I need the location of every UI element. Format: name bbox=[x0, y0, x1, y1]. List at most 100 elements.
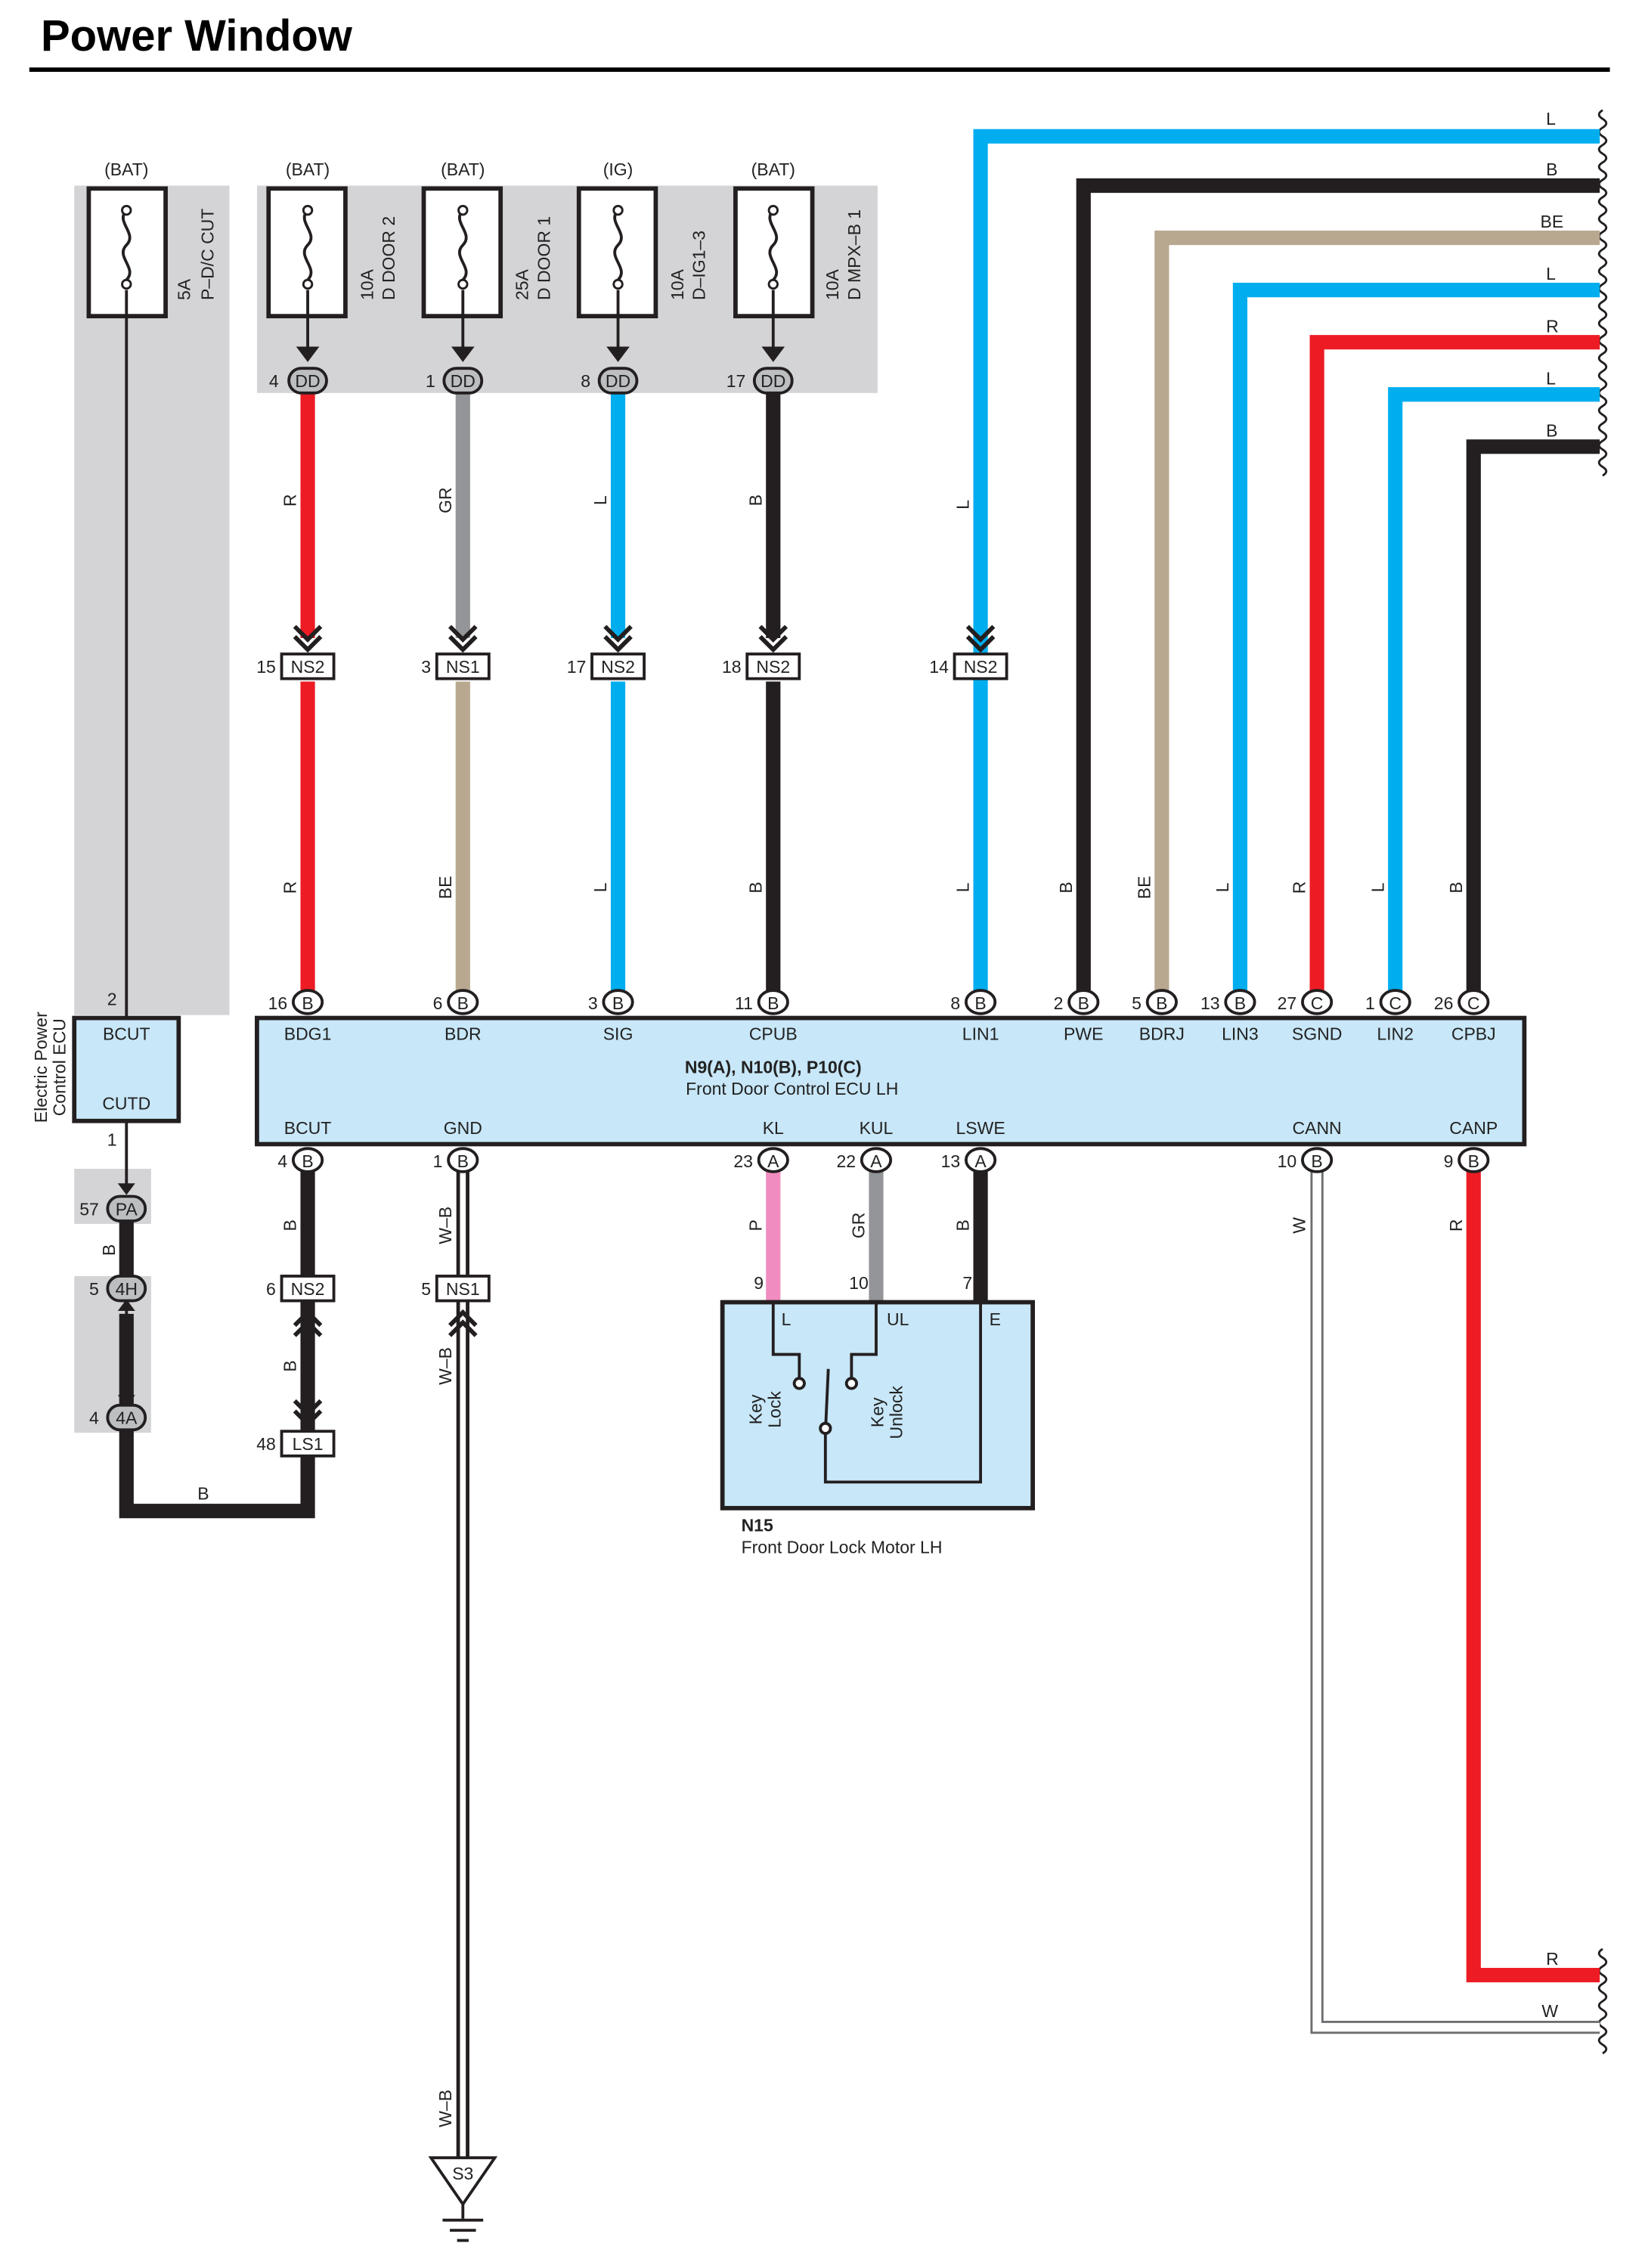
wave-break bbox=[1597, 1947, 1608, 2055]
pin-conn: B bbox=[1078, 993, 1089, 1013]
pin-circle bbox=[1224, 989, 1256, 1015]
pin-number: 13 bbox=[941, 1151, 961, 1171]
fuse-d-ig1-3: (IG) 10A D–IG1–3 bbox=[576, 160, 709, 319]
pin-number: 17 bbox=[726, 371, 746, 391]
fuse-supply: (BAT) bbox=[286, 160, 330, 179]
power-ecu-terminal: BCUT bbox=[103, 1024, 150, 1043]
terminal-label: BCUT bbox=[284, 1118, 332, 1138]
pin-circle bbox=[757, 1147, 789, 1173]
fuse-dot bbox=[302, 204, 314, 216]
pin-circle bbox=[1300, 1147, 1334, 1173]
ground-point-label: S3 bbox=[452, 2164, 473, 2183]
fuse-dot bbox=[767, 278, 779, 290]
terminal-label: BDG1 bbox=[284, 1024, 332, 1043]
fuse-dot bbox=[767, 204, 779, 216]
splice-label: NS1 bbox=[446, 657, 480, 677]
arrow-down bbox=[117, 1395, 135, 1407]
pin-conn: A bbox=[974, 1151, 987, 1171]
fuse-dot bbox=[612, 278, 624, 290]
ecu-connectors: N9(A), N10(B), P10(C) bbox=[685, 1057, 862, 1077]
terminal-label: CANP bbox=[1449, 1118, 1498, 1138]
pin-circle bbox=[1379, 989, 1411, 1015]
pin-circle bbox=[447, 1147, 479, 1173]
pin-number: 57 bbox=[79, 1199, 99, 1219]
fuse-name: D–IG1–3 bbox=[689, 231, 709, 300]
connector-label: DD bbox=[606, 371, 630, 391]
pin-number: 2 bbox=[1054, 993, 1064, 1013]
wire-color-label: B bbox=[1446, 881, 1466, 893]
splice-box bbox=[745, 652, 801, 680]
connector-label: PA bbox=[116, 1199, 138, 1219]
motor-terminal: L bbox=[782, 1309, 792, 1329]
pin-circle bbox=[964, 1147, 997, 1173]
pin-number: 9 bbox=[1444, 1151, 1454, 1171]
edge-label: R bbox=[1546, 1949, 1559, 1969]
wire-canp bbox=[1466, 1171, 1600, 1983]
ecu-bottom-terminals: BCUT GND KL KUL LSWE CANN CANP bbox=[284, 1118, 1498, 1138]
wire-cann bbox=[1310, 1171, 1600, 2034]
edge-label: B bbox=[1546, 420, 1557, 440]
connector-label: 4A bbox=[116, 1408, 138, 1428]
wire-color-label: W–B bbox=[435, 1347, 455, 1385]
connector-label: DD bbox=[451, 371, 476, 391]
pin-number: 4 bbox=[269, 371, 279, 391]
wire-color-label: GR bbox=[849, 1213, 869, 1239]
edge-label: B bbox=[1546, 160, 1557, 179]
pin-circle bbox=[1458, 989, 1490, 1015]
pin-number: 22 bbox=[837, 1151, 857, 1171]
dd-connectors: 4 DD 1 DD 8 DD 17 DD bbox=[269, 367, 794, 395]
wire-color-label: B bbox=[280, 1360, 300, 1371]
power-ecu-terminal: CUTD bbox=[102, 1093, 150, 1113]
power-ecu-box bbox=[72, 1015, 181, 1123]
splice-box bbox=[280, 1430, 336, 1458]
edge-label: R bbox=[1546, 316, 1559, 336]
pin-number: 3 bbox=[421, 657, 431, 677]
terminal-label: SGND bbox=[1292, 1024, 1342, 1043]
pin-conn: A bbox=[767, 1151, 779, 1171]
fuse-supply: (IG) bbox=[603, 160, 634, 179]
wire-color-label: L bbox=[590, 882, 610, 892]
splice-arrows bbox=[448, 1309, 478, 1337]
wire-color-label: B bbox=[745, 881, 765, 893]
terminal-label: KUL bbox=[860, 1118, 894, 1138]
pin-number: 23 bbox=[733, 1151, 753, 1171]
wire-color-label: B bbox=[953, 1219, 973, 1231]
edge-label: L bbox=[1546, 368, 1556, 388]
edge-label: L bbox=[1546, 109, 1556, 129]
arrow-down bbox=[117, 1183, 135, 1195]
terminal-label: LIN1 bbox=[962, 1024, 999, 1043]
wire-color-label: B bbox=[197, 1483, 209, 1503]
fuse-name: P–D/C CUT bbox=[197, 209, 217, 300]
pin-number: 5 bbox=[1132, 993, 1142, 1013]
fuse-rating: 5A bbox=[175, 278, 194, 300]
edge-label: BE bbox=[1540, 212, 1563, 231]
pin-circle bbox=[291, 989, 324, 1015]
wire-color-label: GR bbox=[435, 488, 455, 514]
terminal-label: CPUB bbox=[749, 1024, 798, 1043]
wire-pwe bbox=[1076, 178, 1600, 998]
pin-number: 1 bbox=[426, 371, 435, 391]
splice-label: NS2 bbox=[601, 657, 635, 677]
splice-label: NS2 bbox=[964, 657, 998, 677]
connector-dd bbox=[752, 367, 794, 395]
fuse-supply: (BAT) bbox=[751, 160, 795, 179]
page-title: Power Window bbox=[41, 11, 352, 60]
pin-conn: B bbox=[1468, 1151, 1479, 1171]
pin-number: 1 bbox=[107, 1129, 117, 1149]
pin-number: 3 bbox=[588, 993, 598, 1013]
pin-circle bbox=[860, 1147, 893, 1173]
wire-color-label: R bbox=[1446, 1219, 1466, 1232]
pin-conn: B bbox=[1235, 993, 1246, 1013]
fuse-rating: 10A bbox=[668, 268, 687, 300]
splice-box bbox=[280, 1275, 336, 1303]
splice-label: NS2 bbox=[291, 1279, 325, 1299]
pin-circle bbox=[757, 989, 789, 1015]
pin-number: 1 bbox=[433, 1151, 443, 1171]
splice-label: NS2 bbox=[291, 657, 325, 677]
terminal-label: BDRJ bbox=[1139, 1024, 1185, 1043]
terminal-label: GND bbox=[444, 1118, 482, 1138]
wire-color-label: L bbox=[1213, 882, 1232, 892]
connector-label: DD bbox=[295, 371, 320, 391]
wire-color-label: B bbox=[745, 494, 765, 506]
